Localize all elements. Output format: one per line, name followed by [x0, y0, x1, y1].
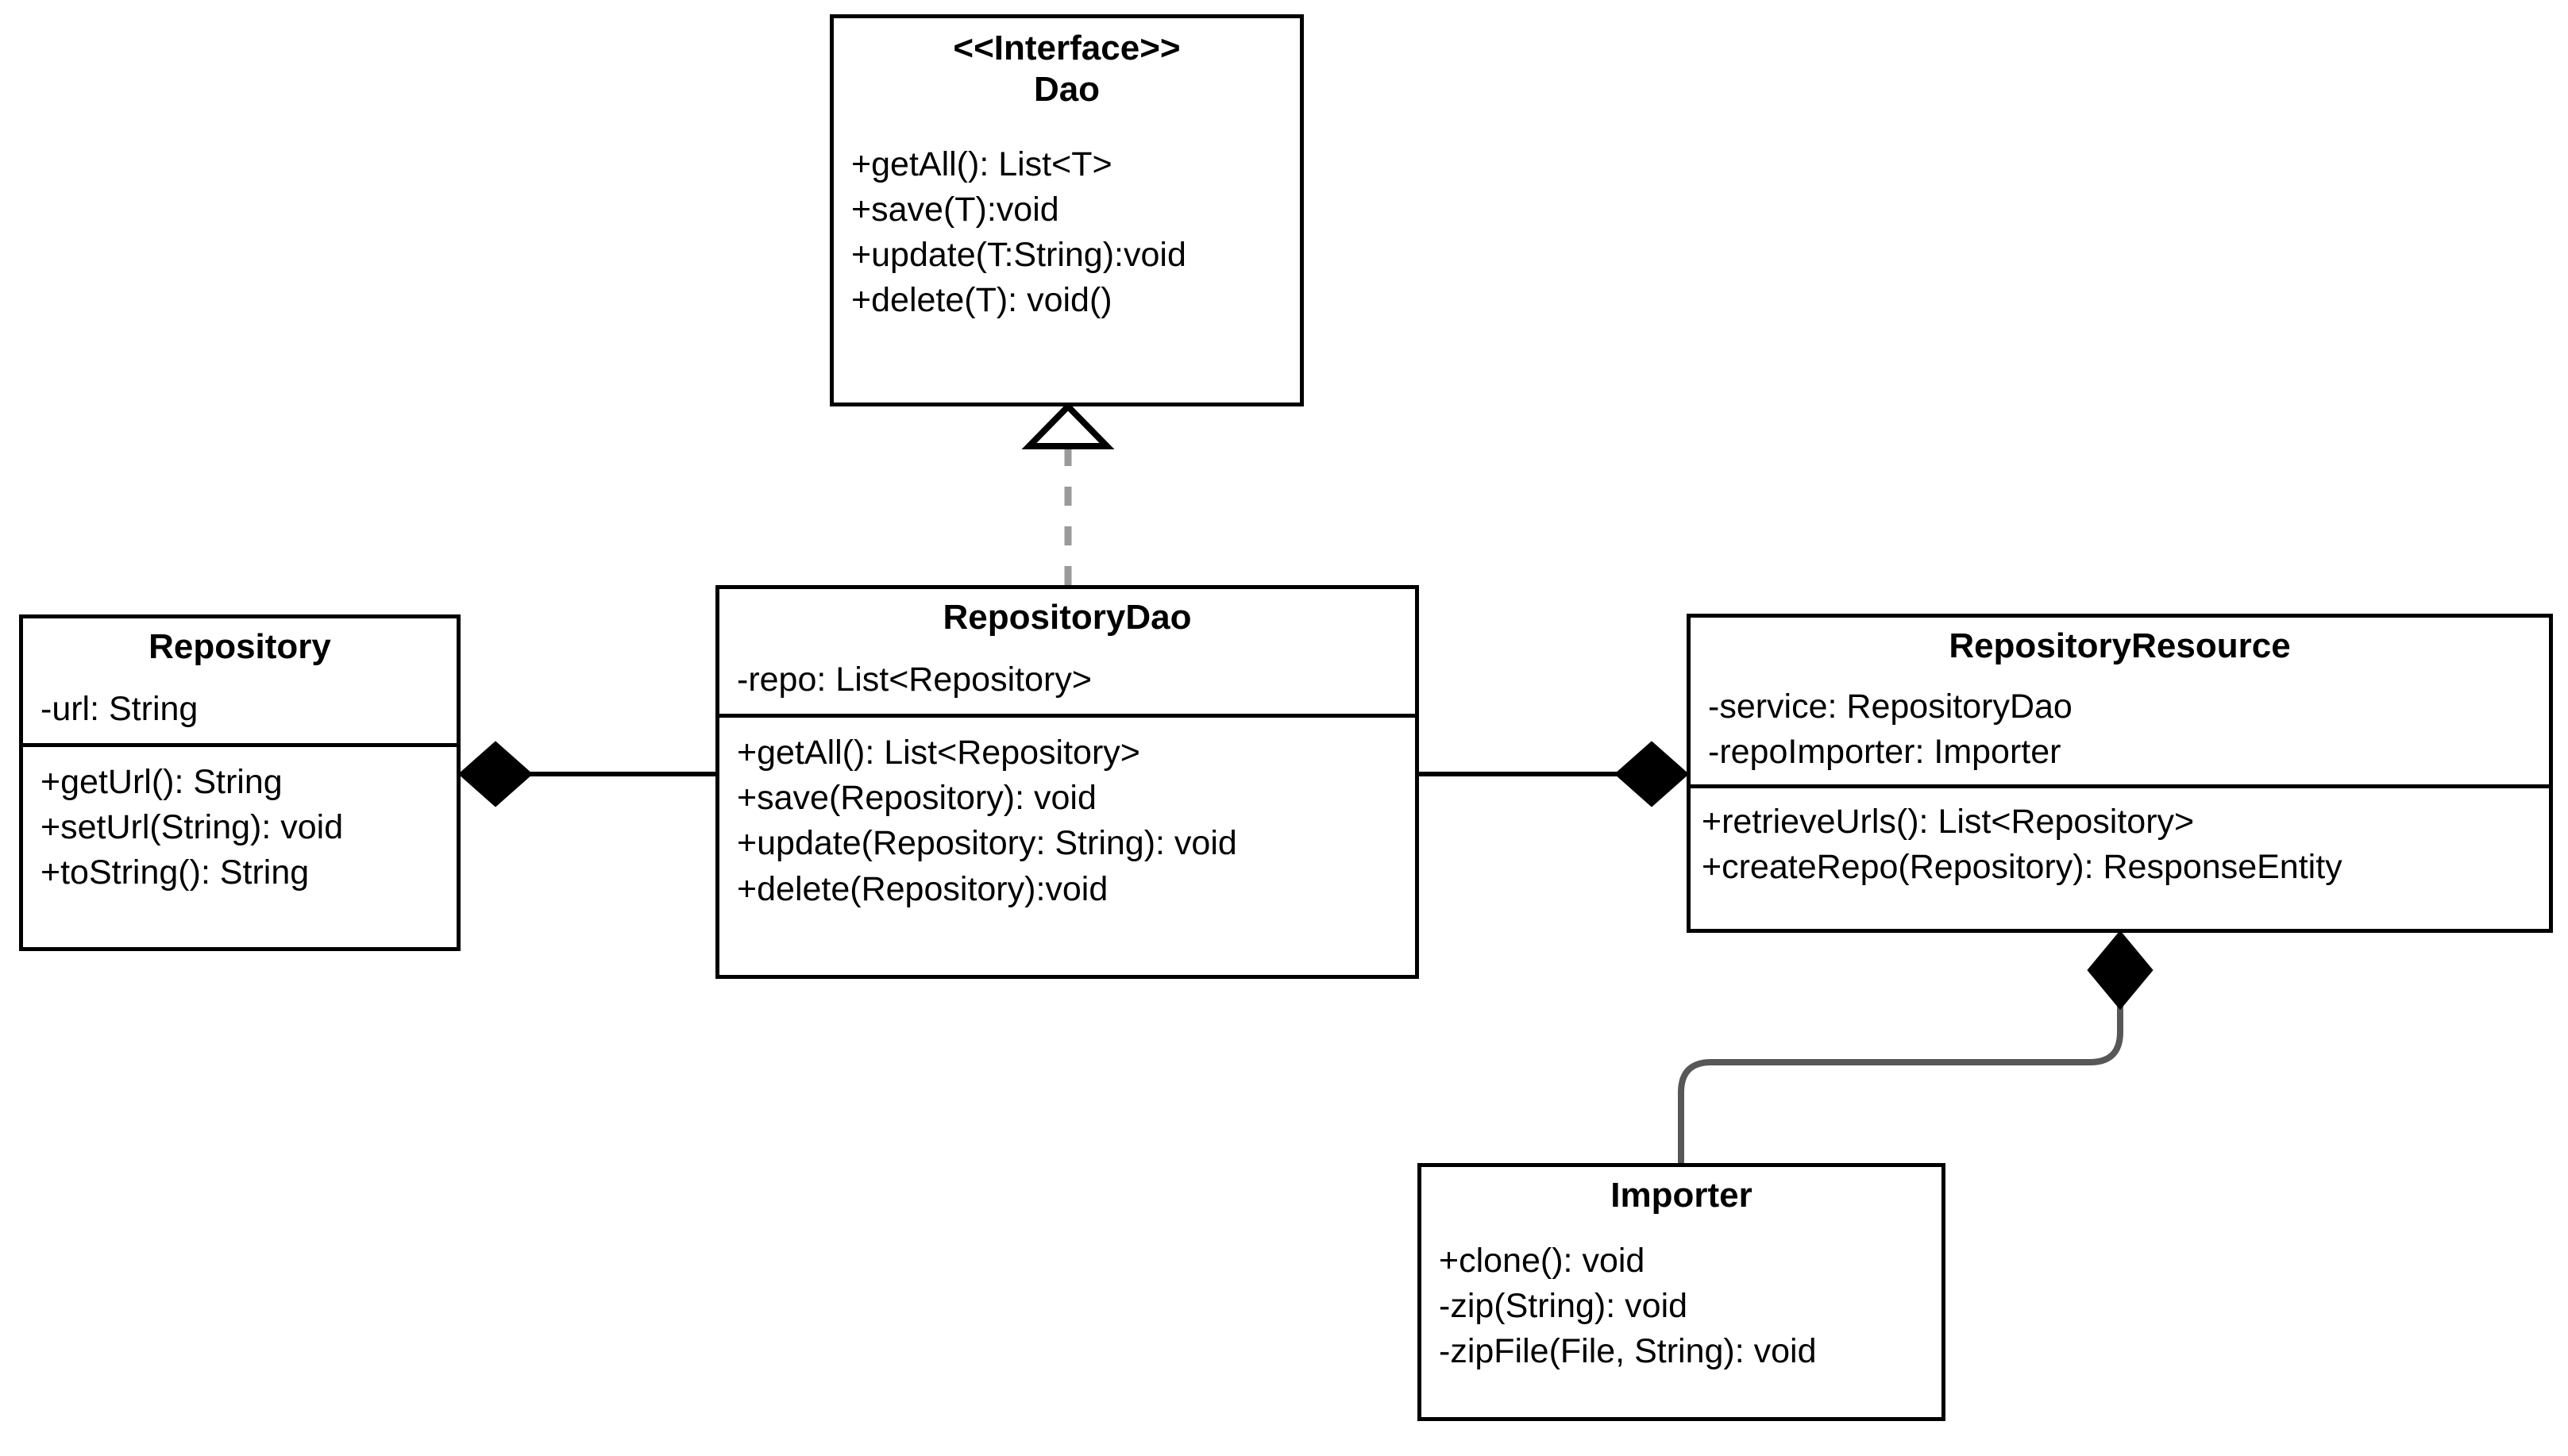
methods-compartment-importer: +clone(): void -zip(String): void -zipFi… [1421, 1223, 1941, 1389]
class-title-dao: Dao [1033, 69, 1101, 109]
attribute-item: -url: String [40, 689, 199, 728]
class-name-importer: Importer [1421, 1167, 1941, 1223]
method-item: +delete(T): void() [851, 281, 1112, 320]
class-title-repository: Repository [148, 627, 331, 666]
attribute-item: -service: RepositoryDao [1708, 687, 2073, 726]
class-title-repository-dao: RepositoryDao [943, 598, 1192, 637]
method-item: +retrieveUrls(): List<Repository> [1702, 803, 2195, 842]
methods-compartment-repository: +getUrl(): String +setUrl(String): void … [23, 743, 457, 911]
hollow-triangle-arrowhead [1021, 402, 1115, 449]
attributes-compartment-repository: -url: String [23, 674, 457, 743]
class-title-repository-resource: RepositoryResource [1949, 626, 2291, 665]
attributes-compartment-repository-dao: -repo: List<Repository> [719, 646, 1415, 714]
filled-diamond-repository [457, 741, 534, 807]
attributes-compartment-repository-resource: -service: RepositoryDao -repoImporter: I… [1691, 673, 2549, 784]
method-item: -zip(String): void [1439, 1287, 1688, 1326]
method-item: +save(Repository): void [737, 779, 1097, 818]
attribute-item: -repoImporter: Importer [1708, 733, 2061, 772]
methods-compartment-dao: +getAll(): List<T> +save(T):void +update… [834, 121, 1300, 338]
class-name-repository-dao: RepositoryDao [719, 589, 1415, 646]
composition-importer-path [1678, 1002, 2123, 1163]
class-name-repository-resource: RepositoryResource [1691, 618, 2549, 673]
filled-diamond-importer [2087, 930, 2153, 1011]
attribute-item: -repo: List<Repository> [737, 660, 1092, 699]
composition-resource-connector [1419, 741, 1690, 807]
class-box-dao[interactable]: <<Interface>> Dao +getAll(): List<T> +sa… [830, 14, 1304, 406]
class-box-repository[interactable]: Repository -url: String +getUrl(): Strin… [19, 614, 461, 951]
method-item: +delete(Repository):void [737, 869, 1109, 908]
realization-dao-connector [1021, 402, 1115, 585]
composition-repository-connector [457, 741, 715, 807]
class-name-repository: Repository [23, 618, 457, 674]
method-item: +save(T):void [851, 191, 1059, 229]
method-item: +createRepo(Repository): ResponseEntity [1702, 848, 2342, 887]
method-item: +update(Repository: String): void [737, 824, 1237, 863]
class-stereotype-dao: <<Interface>> [953, 29, 1181, 67]
method-item: +getUrl(): String [40, 763, 283, 802]
filled-diamond-resource [1614, 741, 1690, 807]
methods-compartment-repository-resource: +retrieveUrls(): List<Repository> +creat… [1691, 784, 2549, 904]
method-item: +getAll(): List<Repository> [737, 734, 1140, 772]
class-name-dao: <<Interface>> Dao [834, 18, 1300, 121]
method-item: -zipFile(File, String): void [1439, 1332, 1817, 1371]
methods-compartment-repository-dao: +getAll(): List<Repository> +save(Reposi… [719, 714, 1415, 926]
method-item: +toString(): String [40, 853, 310, 892]
method-item: +update(T:String):void [851, 236, 1186, 275]
method-item: +setUrl(String): void [40, 808, 344, 847]
class-title-importer: Importer [1610, 1176, 1752, 1215]
method-item: +clone(): void [1439, 1241, 1645, 1280]
class-box-importer[interactable]: Importer +clone(): void -zip(String): vo… [1417, 1163, 1945, 1421]
composition-importer-connector [1678, 930, 2153, 1163]
method-item: +getAll(): List<T> [851, 144, 1112, 183]
class-box-repository-resource[interactable]: RepositoryResource -service: RepositoryD… [1687, 614, 2553, 933]
class-box-repository-dao[interactable]: RepositoryDao -repo: List<Repository> +g… [715, 585, 1419, 979]
